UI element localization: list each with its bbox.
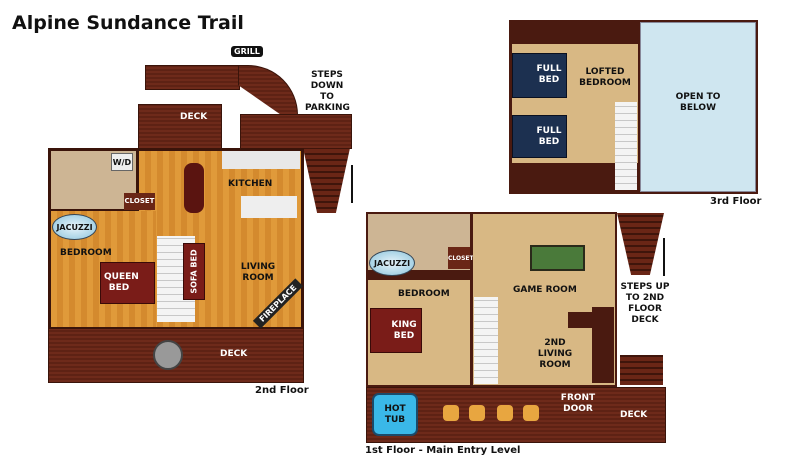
- steps-up-upper: [617, 213, 664, 275]
- washer-dryer: W/D: [111, 153, 133, 171]
- closet-label: CLOSET: [124, 193, 155, 210]
- living-room-label: LIVING ROOM: [240, 262, 276, 283]
- game-room-label: GAME ROOM: [513, 285, 577, 295]
- hot-tub: HOT TUB: [372, 393, 418, 436]
- arrow-down-icon: [351, 165, 353, 203]
- full-bed-2-label: FULL BED: [536, 126, 562, 147]
- first-floor-caption: 1st Floor - Main Entry Level: [365, 445, 521, 456]
- deck-top-right: [240, 114, 352, 149]
- full-bed-1: [512, 53, 567, 98]
- third-floor-caption: 3rd Floor: [710, 196, 762, 207]
- stairs-3f: [615, 102, 637, 190]
- deck-chair: [443, 405, 459, 421]
- deck-top-left: [138, 104, 222, 149]
- steps-down-label: STEPS DOWN TO PARKING: [305, 70, 350, 113]
- steps-up-lower: [620, 355, 663, 385]
- deck-top-label: DECK: [180, 112, 208, 122]
- deck-chair: [497, 405, 513, 421]
- stairs-1f: [474, 297, 498, 384]
- full-bed-1-label: FULL BED: [536, 64, 562, 85]
- open-to-below-area: [640, 22, 756, 192]
- kitchen-island: [241, 196, 297, 218]
- deck-bottom-label: DECK: [220, 349, 248, 359]
- deck-1f-label: DECK: [620, 410, 648, 420]
- steps-up-label: STEPS UP TO 2ND FLOOR DECK: [620, 282, 670, 325]
- queen-bed: [100, 262, 155, 304]
- bedroom-label: BEDROOM: [60, 248, 112, 258]
- page-title: Alpine Sundance Trail: [12, 12, 244, 34]
- jacuzzi-1f: JACUZZI: [369, 250, 415, 276]
- lofted-bedroom-label: LOFTED BEDROOM: [579, 67, 631, 88]
- grill-label: GRILL: [231, 46, 263, 57]
- dining-table: [184, 163, 204, 213]
- full-bed-2: [512, 115, 567, 158]
- king-bed: [370, 308, 422, 353]
- sectional-sofa-arm: [568, 312, 598, 328]
- queen-bed-label: QUEEN BED: [104, 272, 139, 293]
- kitchen-label: KITCHEN: [228, 179, 273, 189]
- steps-down: [303, 148, 350, 213]
- upper-deck-walkway: [145, 65, 240, 90]
- sofa-bed-label: SOFA BED: [189, 249, 199, 294]
- open-to-below-label: OPEN TO BELOW: [675, 92, 721, 113]
- front-door-label: FRONT DOOR: [560, 393, 596, 414]
- kitchen-counter: [222, 151, 300, 169]
- patio-table: [153, 340, 183, 370]
- bedroom-1f-label: BEDROOM: [398, 289, 450, 299]
- closet-1f: CLOSET: [448, 247, 474, 269]
- living-room-2-label: 2ND LIVING ROOM: [537, 338, 573, 370]
- arrow-up-icon: [663, 238, 665, 276]
- deck-chair: [523, 405, 539, 421]
- pool-table: [530, 245, 585, 271]
- curved-deck: [238, 65, 298, 115]
- deck-chair: [469, 405, 485, 421]
- second-floor-caption: 2nd Floor: [255, 385, 309, 396]
- jacuzzi: JACUZZI: [52, 214, 97, 240]
- sofa-bed: [183, 243, 205, 300]
- king-bed-label: KING BED: [391, 320, 417, 341]
